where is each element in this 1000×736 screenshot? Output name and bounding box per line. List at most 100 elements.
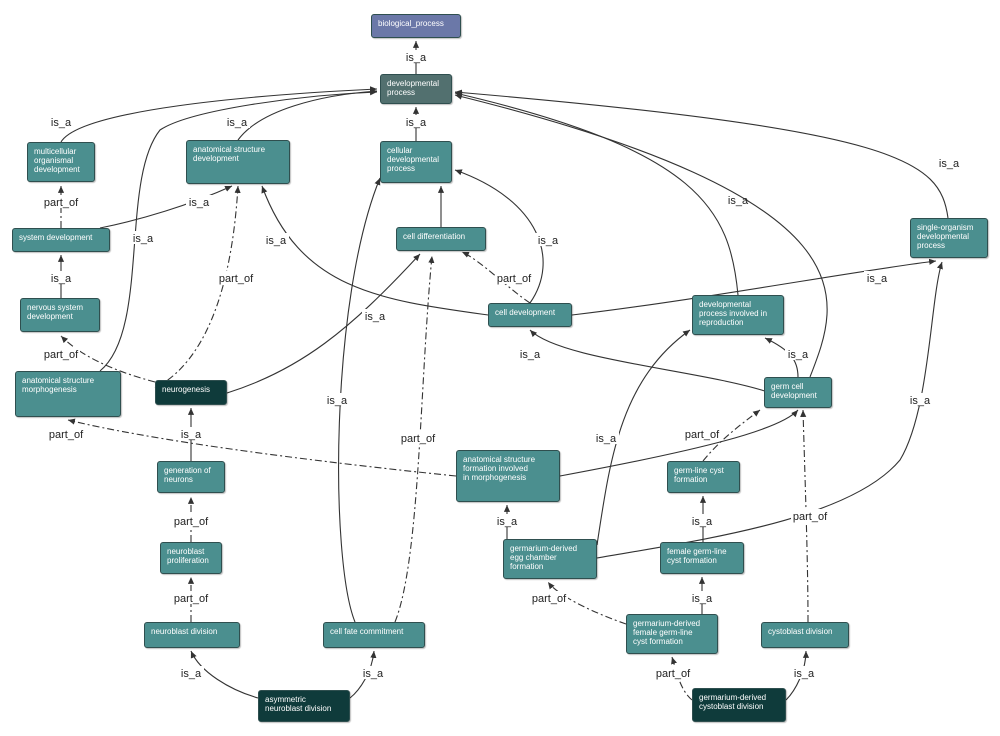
edge-is-a — [454, 93, 828, 378]
edge-label-is-a: is_a — [520, 349, 541, 361]
edge-label-bg — [530, 591, 568, 604]
edge-label-part-of: part_of — [44, 197, 79, 209]
edge-label-part-of: part_of — [219, 273, 254, 285]
node-generation-of-neurons[interactable]: generation of neurons — [157, 461, 225, 493]
edge-label-bg — [324, 393, 350, 406]
edge-label-bg — [689, 514, 715, 527]
node-germ-cell-development[interactable]: germ cell development — [764, 377, 832, 408]
node-anatomical-structure-formation[interactable]: anatomical structure formation involved … — [456, 450, 560, 502]
edge-label-bg — [689, 591, 715, 604]
edge-label-part-of: part_of — [793, 511, 828, 523]
edge-label-part-of: part_of — [49, 429, 84, 441]
edge-is-a — [529, 329, 769, 393]
node-cystoblast-division[interactable]: cystoblast division — [761, 622, 849, 648]
edge-label-is-a: is_a — [51, 117, 72, 129]
edge-label-bg — [178, 427, 204, 440]
edge-is-a — [454, 91, 739, 296]
edge-is-a — [190, 650, 259, 699]
edge-label-is-a: is_a — [867, 273, 888, 285]
edge-label-bg — [403, 50, 429, 63]
edge-label-bg — [535, 233, 561, 246]
node-developmental-process[interactable]: developmental process — [380, 74, 452, 104]
edge-label-bg — [936, 156, 962, 169]
node-cell-development[interactable]: cell development — [488, 303, 572, 327]
edge-label-bg — [399, 431, 437, 444]
node-germarium-derived-egg-chamber-formation[interactable]: germarium-derived egg chamber formation — [503, 539, 597, 579]
edge-part-of — [154, 185, 241, 389]
node-single-organism-developmental-process[interactable]: single-organism developmental process — [910, 218, 988, 258]
edge-is-a — [454, 89, 949, 219]
edge-label-bg — [785, 347, 811, 360]
edge-label-is-a: is_a — [133, 233, 154, 245]
edge-label-bg — [130, 231, 156, 244]
edge-label-is-a: is_a — [538, 235, 559, 247]
node-germarium-derived-cystoblast-division[interactable]: germarium-derived cystoblast division — [692, 688, 786, 722]
edge-label-part-of: part_of — [174, 593, 209, 605]
node-neuroblast-proliferation[interactable]: neuroblast proliferation — [160, 542, 222, 574]
edge-label-is-a: is_a — [910, 395, 931, 407]
edge-is-a — [99, 185, 233, 229]
node-neuroblast-division[interactable]: neuroblast division — [144, 622, 240, 648]
edge-is-a — [559, 409, 799, 477]
node-nervous-system-development[interactable]: nervous system development — [20, 298, 100, 332]
edge-is-a — [349, 650, 377, 699]
node-multicellular-organismal-development[interactable]: multicellular organismal development — [27, 142, 95, 182]
node-female-germ-line-cyst-formation[interactable]: female germ-line cyst formation — [660, 542, 744, 574]
node-anatomical-structure-development[interactable]: anatomical structure development — [186, 140, 290, 184]
node-biological-process[interactable]: biological_process — [371, 14, 461, 38]
edge-label-bg — [263, 233, 289, 246]
edge-label-is-a: is_a — [497, 516, 518, 528]
node-germarium-derived-female-germ-line-cyst-formation[interactable]: germarium-derived female germ-line cyst … — [626, 614, 718, 654]
edge-is-a — [596, 261, 943, 559]
edge-label-bg — [362, 309, 388, 322]
edge-label-bg — [494, 514, 520, 527]
node-asymmetric-neuroblast-division[interactable]: asymmetric neuroblast division — [258, 690, 350, 722]
edge-label-bg — [517, 347, 543, 360]
edge-is-a — [454, 169, 544, 304]
edge-label-is-a: is_a — [728, 195, 749, 207]
node-cell-differentiation[interactable]: cell differentiation — [396, 227, 486, 251]
edge-is-a — [60, 86, 378, 143]
edge-label-bg — [654, 666, 692, 679]
edge-label-bg — [42, 347, 80, 360]
edge-label-is-a: is_a — [939, 158, 960, 170]
edge-label-is-a: is_a — [406, 52, 427, 64]
edge-part-of — [800, 409, 809, 623]
edge-label-is-a: is_a — [794, 668, 815, 680]
node-developmental-process-reproduction[interactable]: developmental process involved in reprod… — [692, 295, 784, 335]
edge-part-of — [394, 255, 435, 623]
node-cell-fate-commitment[interactable]: cell fate commitment — [323, 622, 425, 648]
edge-label-is-a: is_a — [692, 516, 713, 528]
edge-label-is-a: is_a — [406, 117, 427, 129]
edge-label-part-of: part_of — [497, 273, 532, 285]
edge-label-bg — [48, 115, 74, 128]
edge-part-of — [461, 251, 531, 304]
node-system-development[interactable]: system development — [12, 228, 110, 252]
edge-label-is-a: is_a — [327, 395, 348, 407]
edge-label-bg — [172, 591, 210, 604]
edge-label-bg — [725, 193, 751, 206]
edge-label-bg — [403, 115, 429, 128]
edge-part-of — [547, 581, 627, 625]
node-anatomical-structure-morphogenesis[interactable]: anatomical structure morphogenesis — [15, 371, 121, 417]
edge-label-bg — [42, 195, 80, 208]
edge-label-is-a: is_a — [363, 668, 384, 680]
edge-label-bg — [48, 271, 74, 284]
edge-label-part-of: part_of — [174, 516, 209, 528]
edge-label-part-of: part_of — [532, 593, 567, 605]
node-neurogenesis[interactable]: neurogenesis — [155, 380, 227, 405]
node-germ-line-cyst-formation[interactable]: germ-line cyst formation — [667, 461, 740, 493]
edge-is-a — [237, 88, 378, 141]
edge-label-bg — [224, 115, 250, 128]
edge-label-bg — [683, 427, 721, 440]
edge-label-bg — [360, 666, 386, 679]
node-cellular-developmental-process[interactable]: cellular developmental process — [380, 141, 452, 183]
edge-label-is-a: is_a — [181, 429, 202, 441]
edge-label-is-a: is_a — [181, 668, 202, 680]
edge-label-bg — [864, 271, 890, 284]
edge-part-of — [671, 656, 693, 701]
edge-label-bg — [217, 271, 255, 284]
edge-label-part-of: part_of — [401, 433, 436, 445]
